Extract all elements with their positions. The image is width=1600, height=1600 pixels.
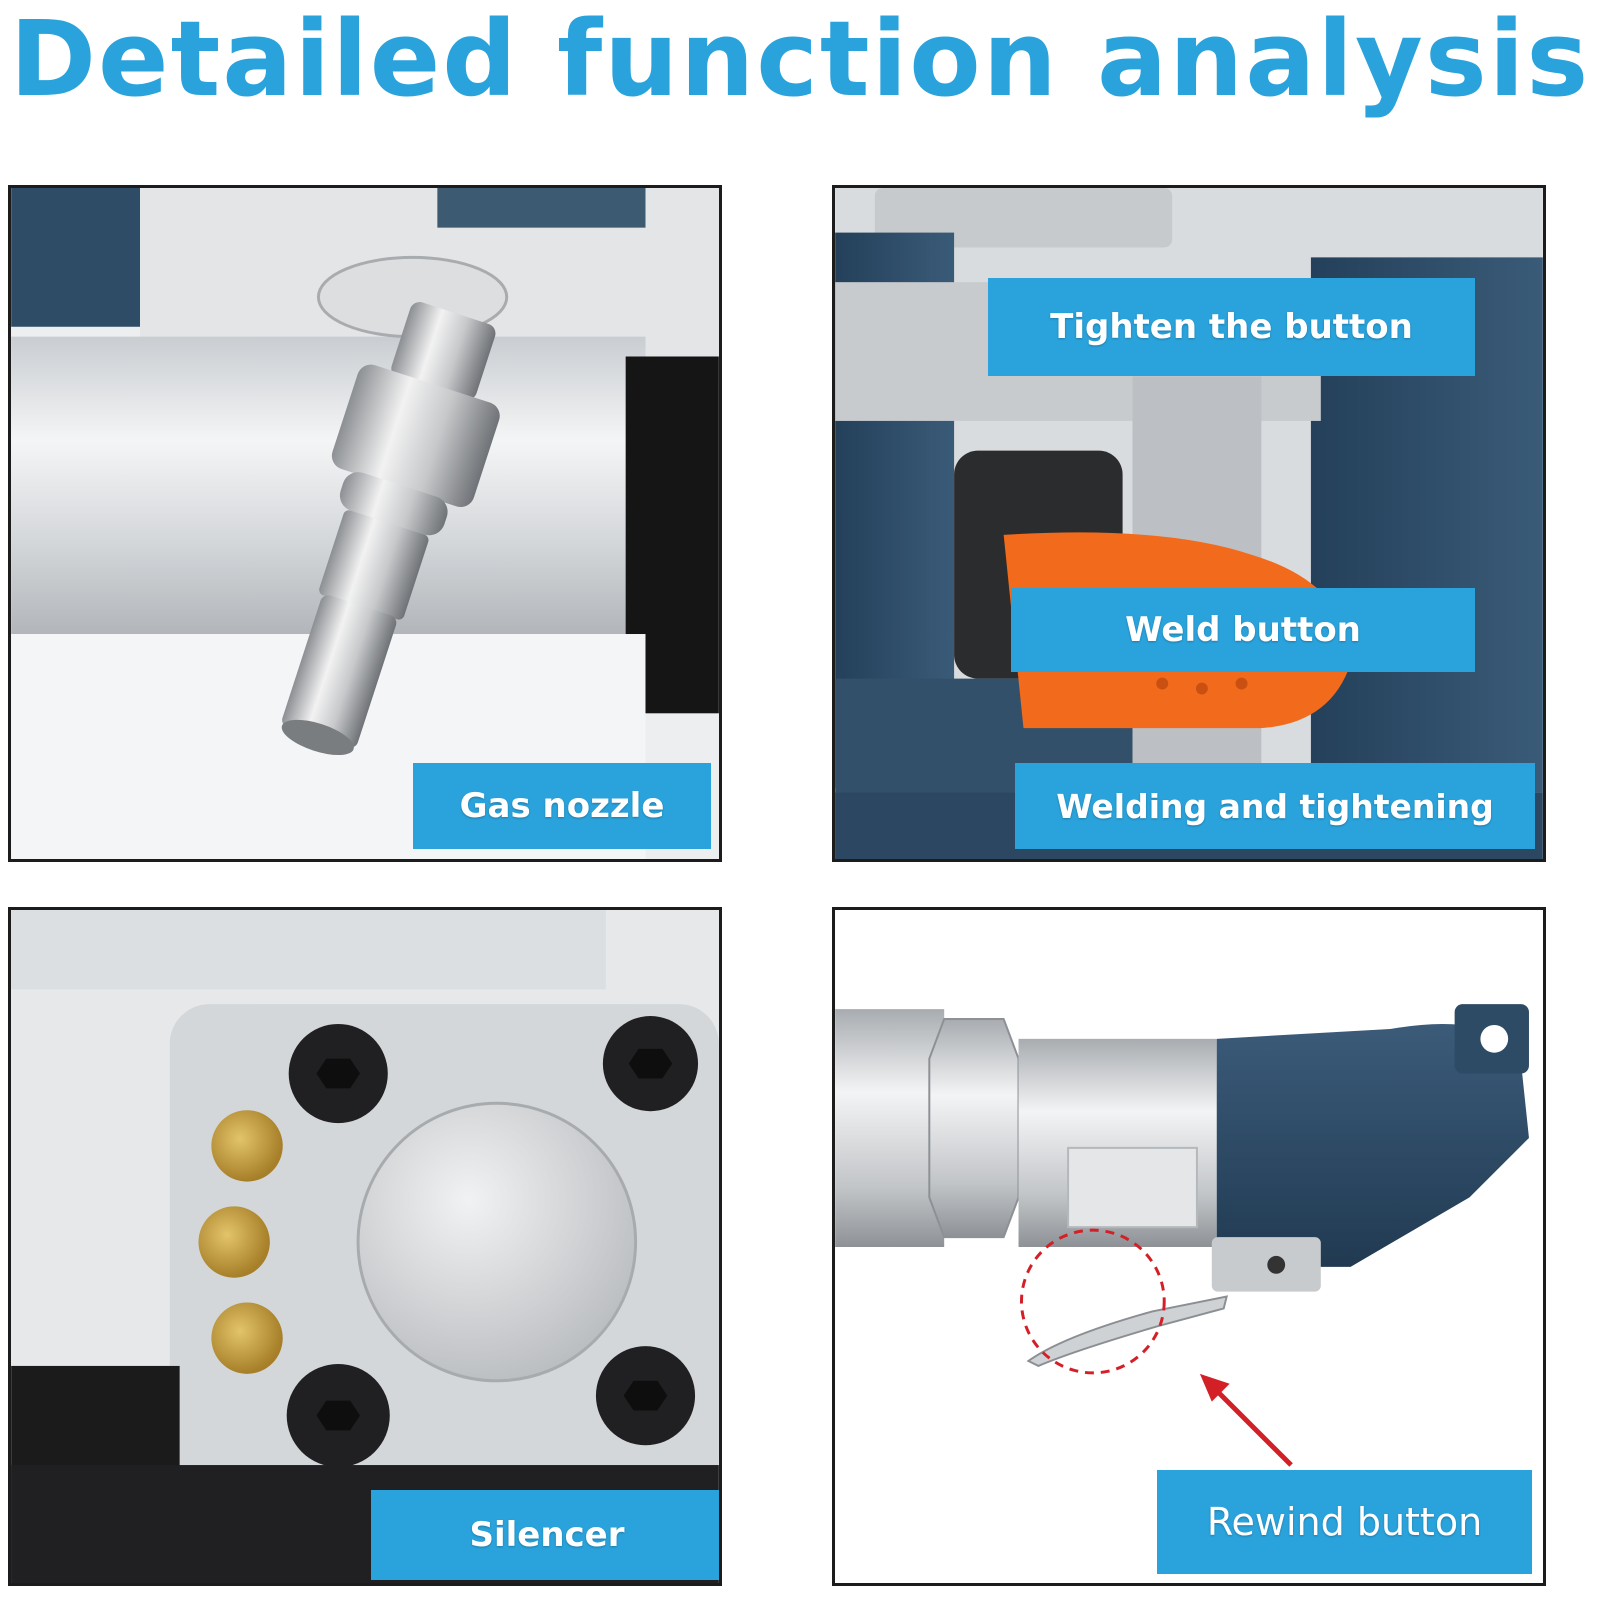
weld-buttons-panel: Tighten the button Weld button Welding a… xyxy=(832,185,1546,862)
gas-nozzle-panel: Gas nozzle xyxy=(8,185,722,862)
gas-nozzle-label: Gas nozzle xyxy=(413,763,711,849)
rewind-button-panel: Rewind button xyxy=(832,907,1546,1586)
silencer-photo xyxy=(11,910,719,1583)
gas-nozzle-photo xyxy=(11,188,719,859)
rewind-button-label: Rewind button xyxy=(1157,1470,1532,1574)
page-title: Detailed function analysis xyxy=(9,0,1591,120)
tighten-button-label: Tighten the button xyxy=(988,278,1475,376)
dashed-circle-icon xyxy=(1020,1228,1166,1375)
welding-tightening-label: Welding and tightening xyxy=(1015,763,1535,849)
silencer-label: Silencer xyxy=(371,1490,719,1580)
weld-button-label: Weld button xyxy=(1011,588,1475,672)
red-arrow-icon xyxy=(1210,1384,1293,1467)
silencer-panel: Silencer xyxy=(8,907,722,1586)
